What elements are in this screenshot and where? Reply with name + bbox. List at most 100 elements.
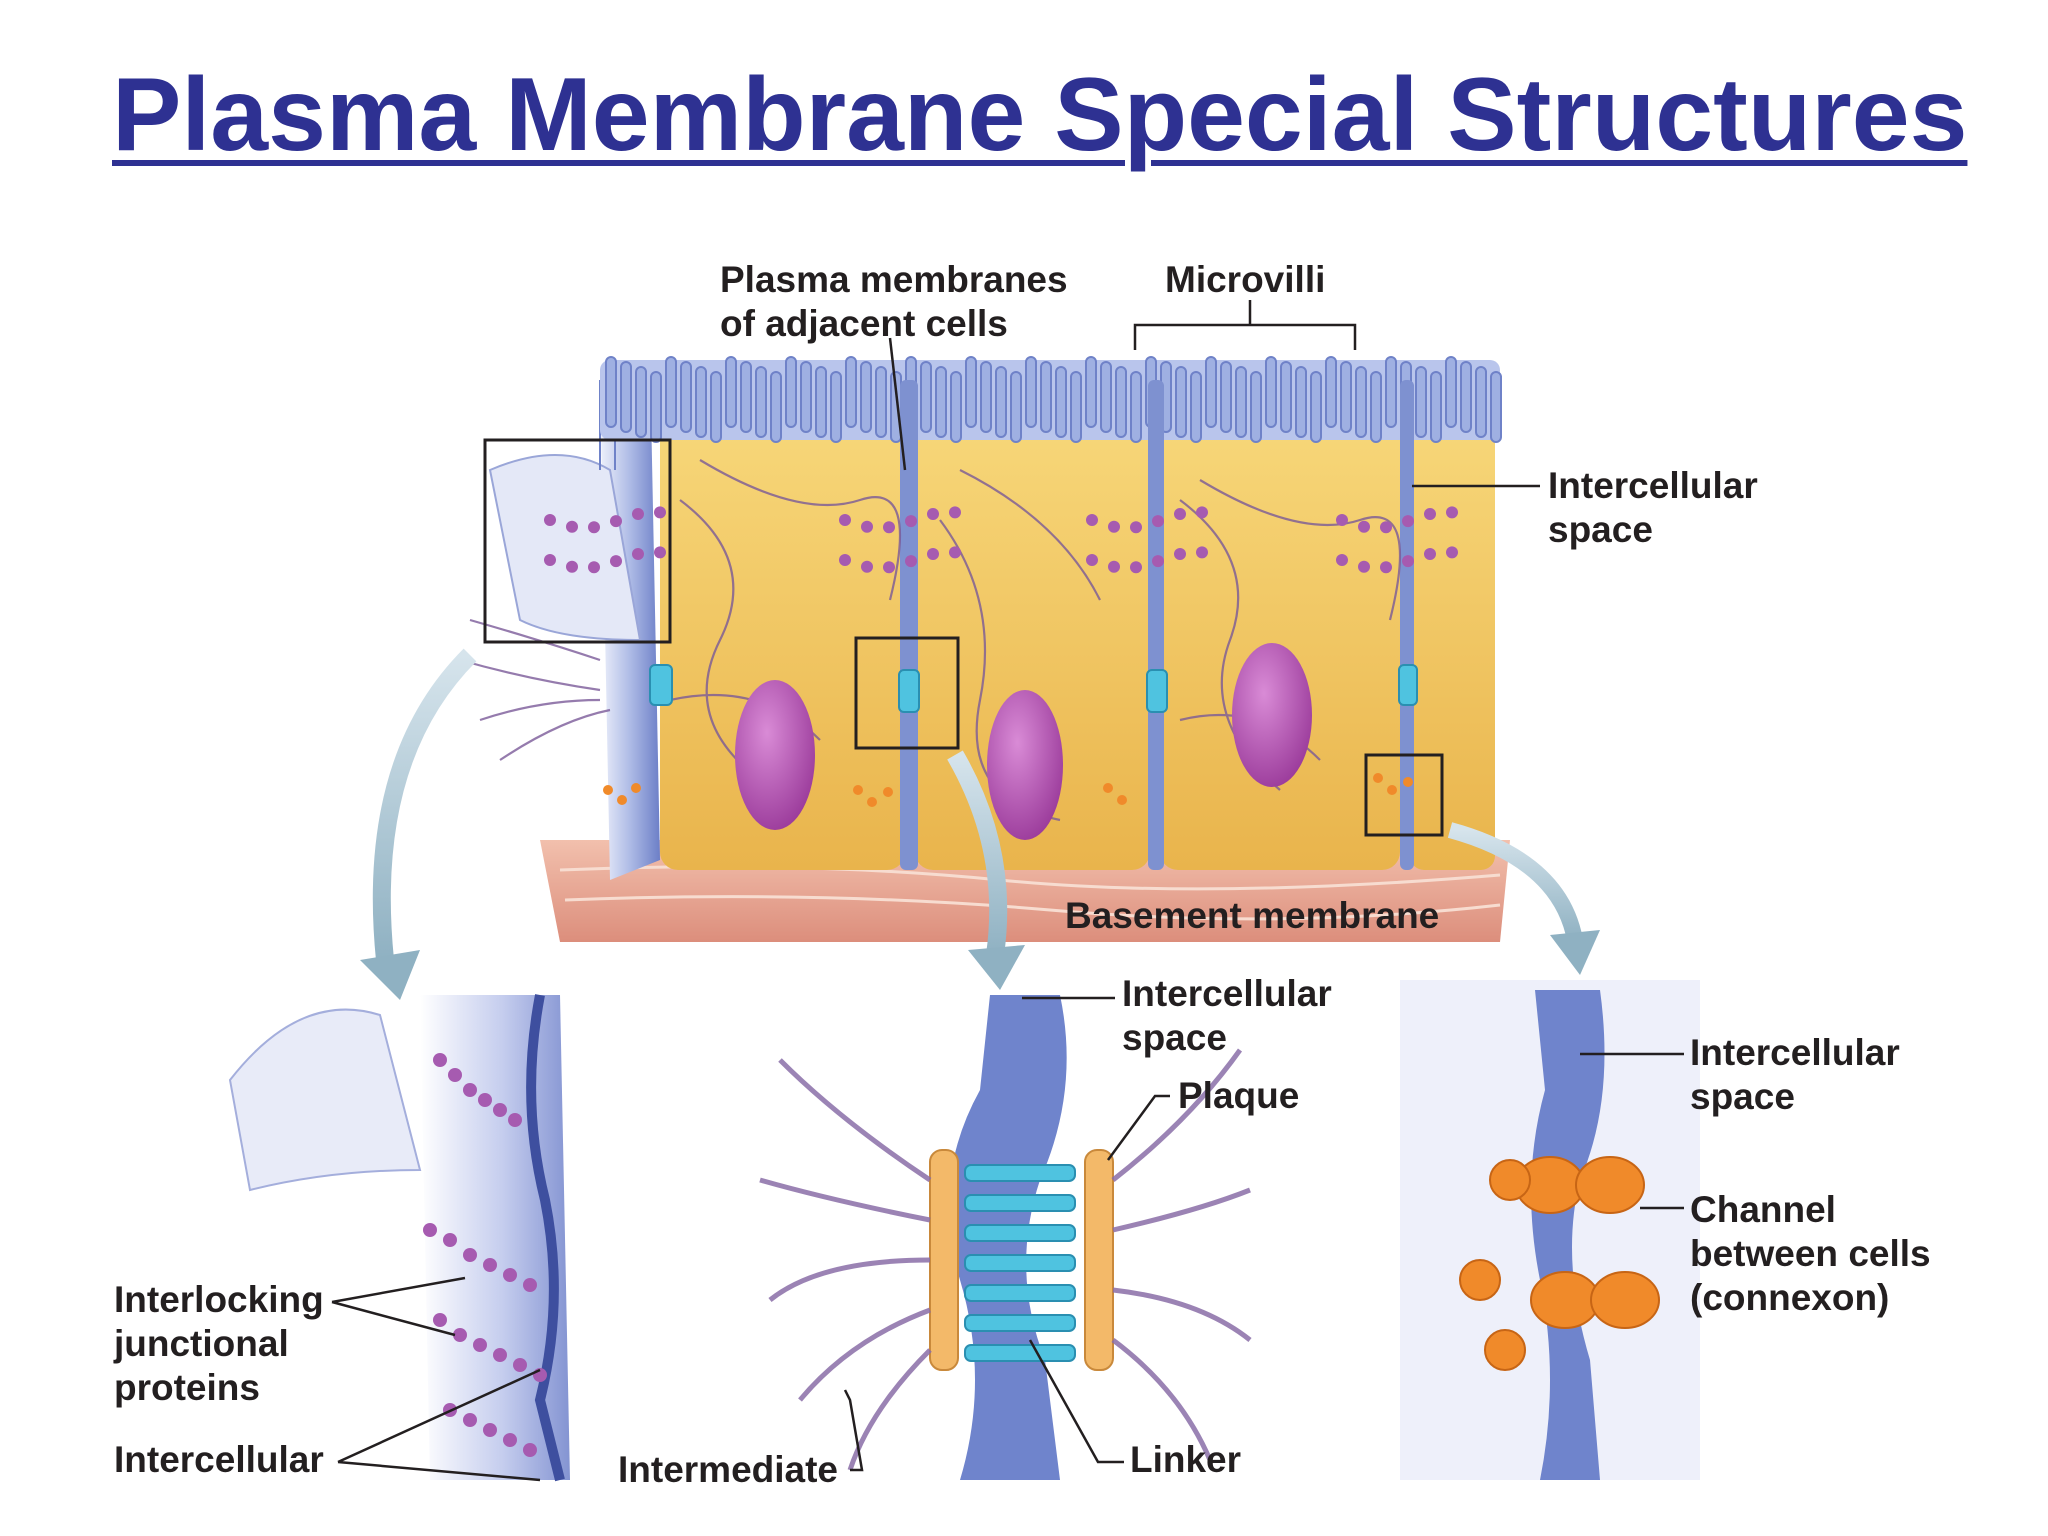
microvillus [1490, 371, 1502, 443]
desmosomes [649, 664, 1418, 713]
microvillus [860, 361, 872, 433]
junction-bead [905, 515, 917, 528]
cells [660, 420, 1495, 870]
gap-junction-detail [1400, 980, 1700, 1480]
microvillus [1415, 366, 1427, 438]
microvillus [980, 361, 992, 433]
label-tight-intercellular: Intercellular [114, 1439, 324, 1480]
junction-bead [1446, 506, 1458, 519]
microvillus [1460, 361, 1472, 433]
microvillus [725, 356, 737, 428]
microvillus [665, 356, 677, 428]
junction-bead [610, 515, 622, 528]
cell-2 [915, 420, 1150, 870]
plaque-left [929, 1149, 959, 1371]
junction-bead [1446, 546, 1458, 559]
microvillus [1325, 356, 1337, 428]
microvillus [845, 356, 857, 428]
label-gap-intercellular-line1: Intercellular [1690, 1032, 1900, 1073]
microvillus [965, 356, 977, 428]
label-desmo-intercellular-line1: Intercellular [1122, 973, 1332, 1014]
junction-bead [927, 547, 939, 560]
label-interlocking-line2: junctional [113, 1323, 289, 1364]
inset-box-desmosome [854, 636, 960, 750]
nuclei [735, 643, 1312, 840]
junction-bead [632, 507, 644, 520]
label-gap-channel-line1: Channel [1690, 1189, 1836, 1230]
junction-bead [861, 520, 873, 533]
junction-bead [1402, 555, 1414, 568]
microvilli-fringe [599, 356, 1502, 470]
label-intermediate: Intermediate [618, 1449, 838, 1490]
junction-bead [544, 514, 556, 526]
label-plasma-membranes-line2: of adjacent cells [720, 303, 1008, 344]
junction-bead [1196, 506, 1208, 519]
junction-bead [1336, 554, 1348, 566]
microvillus [695, 366, 707, 438]
nucleus-1 [735, 680, 815, 830]
junction-bead [1152, 555, 1164, 568]
microvillus [950, 371, 962, 443]
tight-junction-detail [228, 994, 570, 1482]
gap-junction-dots [603, 773, 1413, 807]
nucleus-3 [1232, 643, 1312, 787]
junction-bead [566, 560, 578, 573]
inset-box-gap [1364, 753, 1444, 837]
junction-bead [949, 506, 961, 519]
junction-bead [1152, 515, 1164, 528]
junction-bead [839, 554, 851, 566]
junction-bead [1402, 515, 1414, 528]
junction-bead [632, 547, 644, 560]
microvillus [1130, 371, 1142, 443]
microvillus [1370, 371, 1382, 443]
microvillus [1220, 361, 1232, 433]
microvillus [680, 361, 692, 433]
microvillus [800, 361, 812, 433]
microvillus [1355, 366, 1367, 438]
label-interlocking-line1: Interlocking [114, 1279, 324, 1320]
microvillus [995, 366, 1007, 438]
junction-bead [883, 521, 895, 534]
desmosome-detail [759, 995, 1252, 1480]
microvillus [1340, 361, 1352, 433]
junction-bead [1174, 507, 1186, 520]
junction-bead [1424, 547, 1436, 560]
junction-bead [949, 546, 961, 559]
microvillus [710, 371, 722, 443]
arrow-to-tight-junction [372, 648, 477, 961]
inset-box-tight [483, 438, 672, 644]
microvillus [1445, 356, 1457, 428]
microvillus [1100, 361, 1112, 433]
junction-bead [1130, 561, 1142, 574]
microvillus [1070, 371, 1082, 443]
microvillus [755, 366, 767, 438]
microvillus [650, 371, 662, 443]
junction-bead [1130, 521, 1142, 534]
microvillus [770, 371, 782, 443]
junction-bead [1358, 560, 1370, 573]
microvillus [1265, 356, 1277, 428]
microvillus [1025, 356, 1037, 428]
junction-bead [1196, 546, 1208, 559]
microvillus [1085, 356, 1097, 428]
connexon-channels [1459, 1156, 1660, 1371]
label-gap-intercellular-line2: space [1690, 1076, 1795, 1117]
junction-bead [544, 554, 556, 566]
junction-bead [883, 561, 895, 574]
junction-bead [566, 520, 578, 533]
microvillus [815, 366, 827, 438]
microvillus [830, 371, 842, 443]
junction-bead [654, 506, 666, 519]
junction-bead [927, 507, 939, 520]
microvillus [1310, 371, 1322, 443]
microvillus [1055, 366, 1067, 438]
microvillus [1175, 366, 1187, 438]
microvillus [620, 361, 632, 433]
label-plaque: Plaque [1178, 1075, 1299, 1116]
junction-bead [588, 521, 600, 534]
cell-1 [660, 420, 905, 870]
junction-bead [1108, 560, 1120, 573]
microvillus [1205, 356, 1217, 428]
label-gap-channel-line2: between cells [1690, 1233, 1931, 1274]
